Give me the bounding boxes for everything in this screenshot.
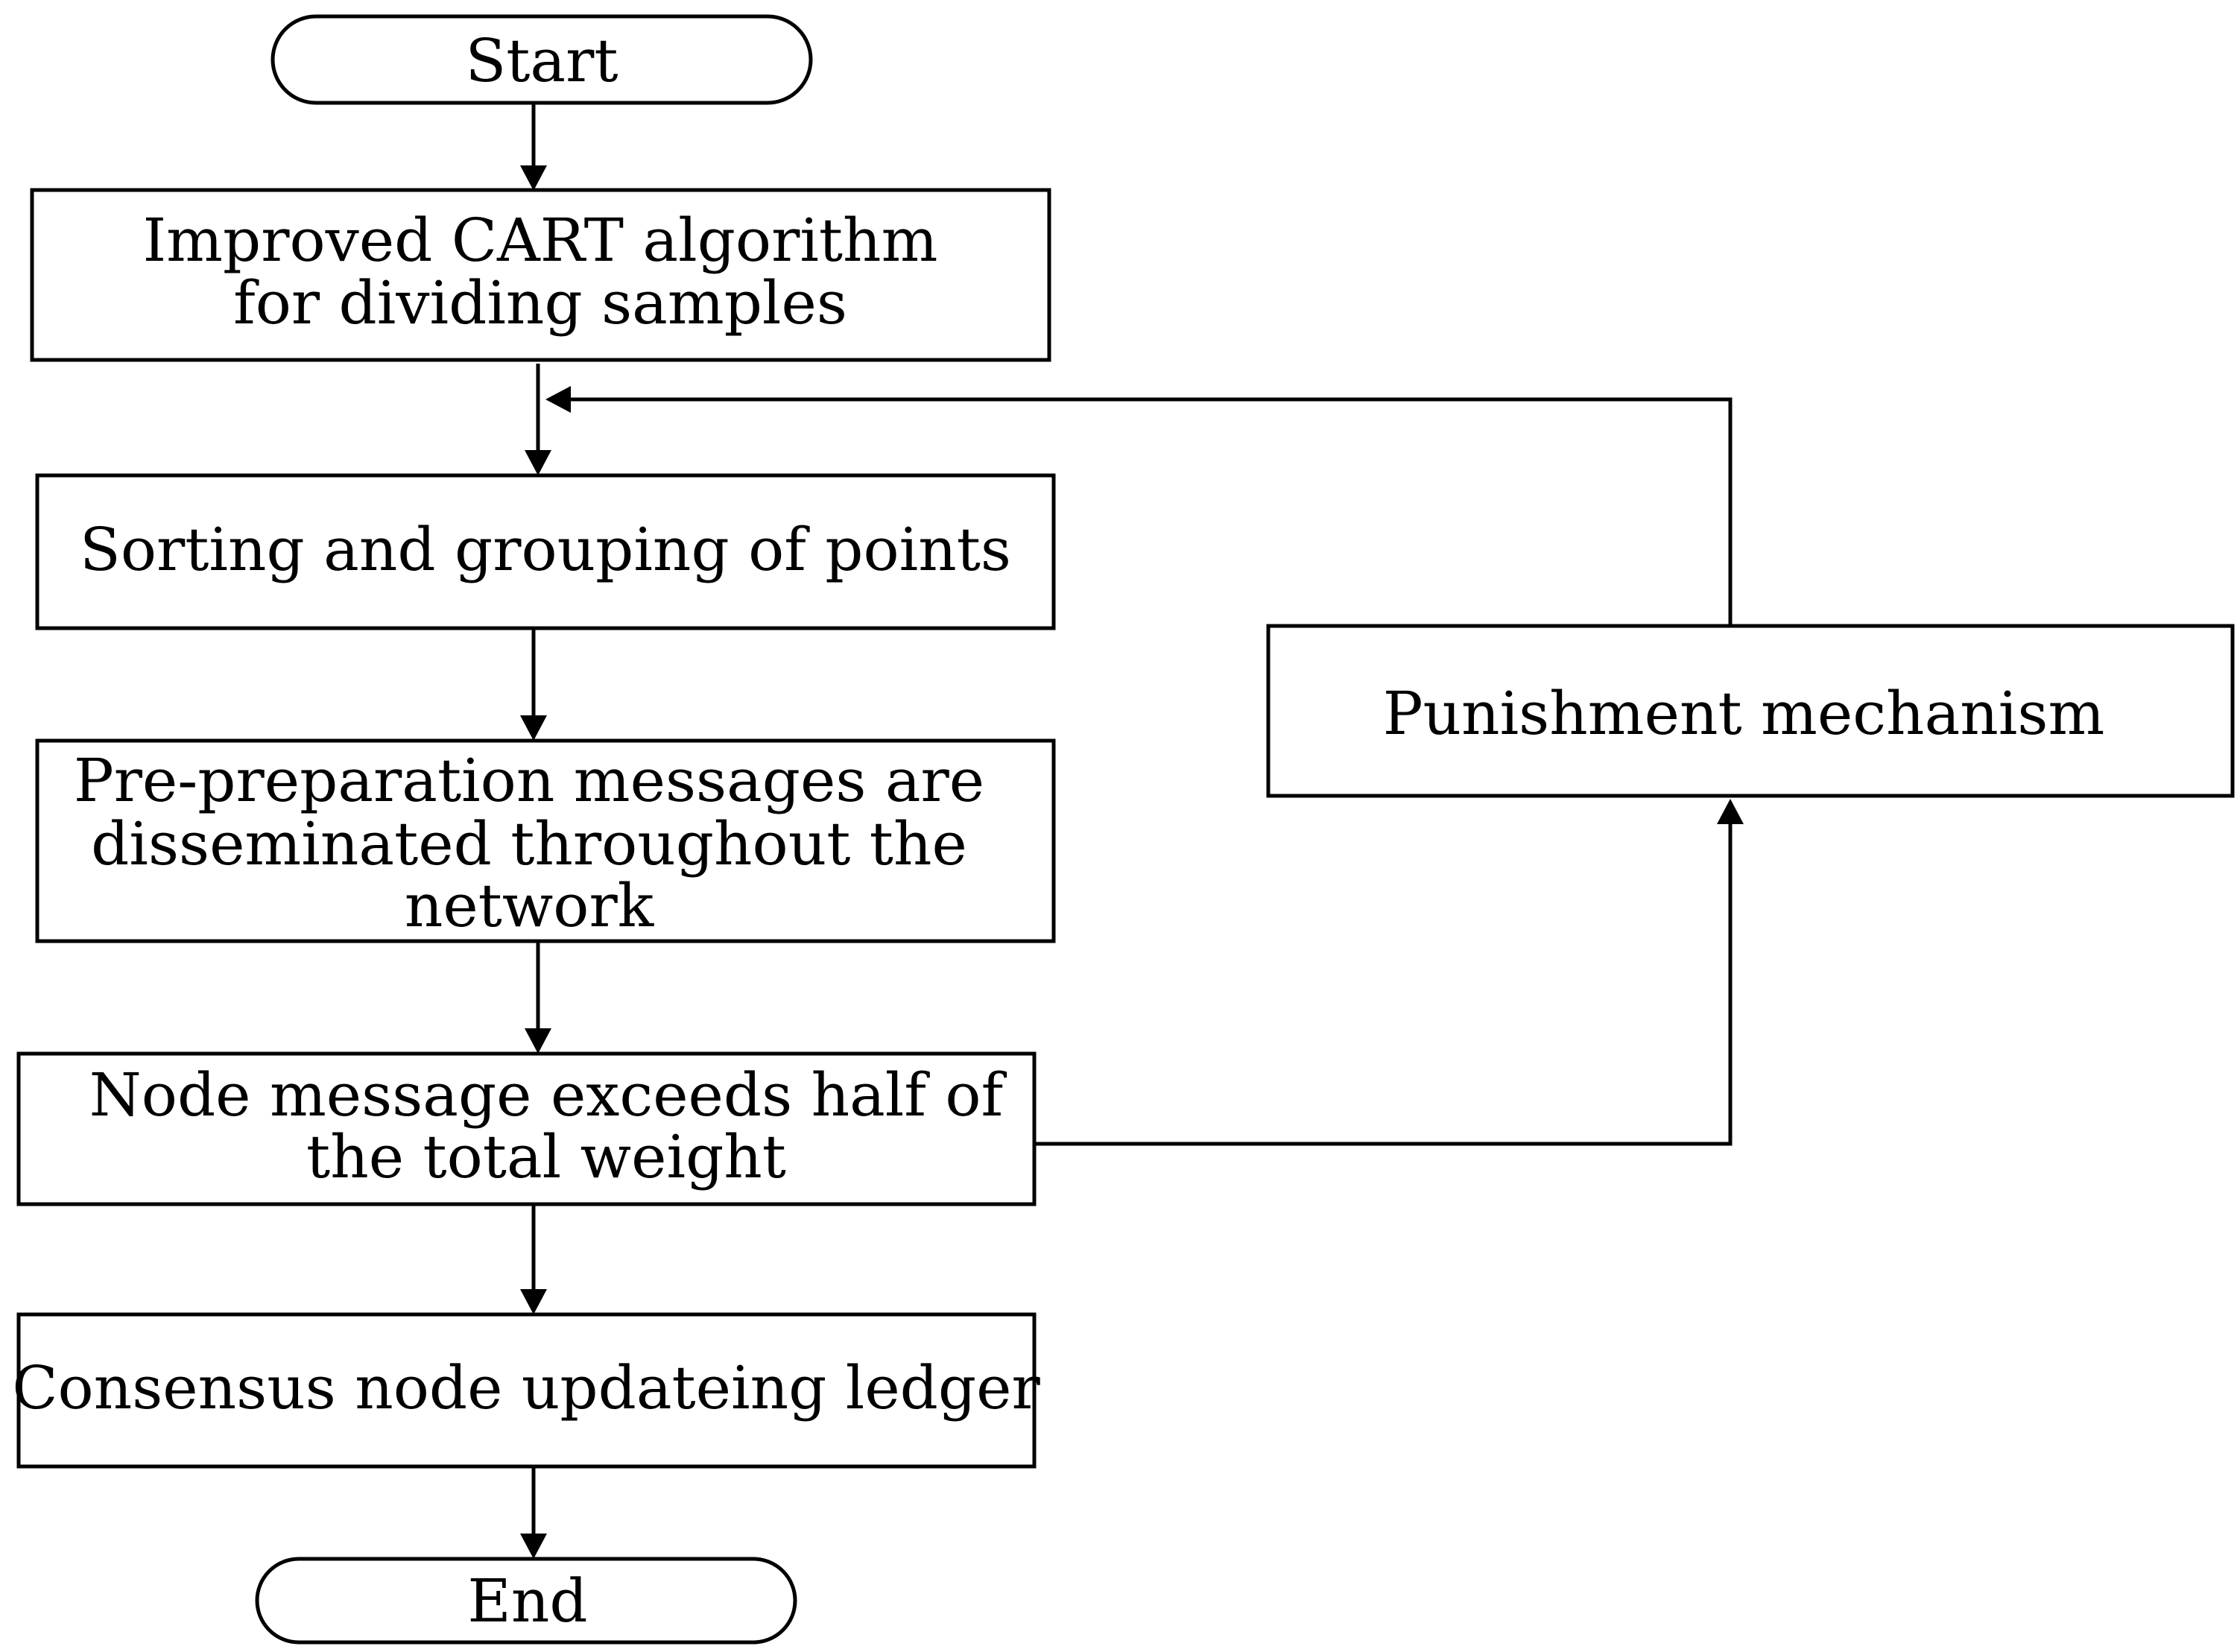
- node-sorting: Sorting and grouping of points: [35, 473, 1056, 630]
- arrowhead-node-msg-to-punishment: [1717, 799, 1744, 824]
- arrowhead-sorting-to-preprep: [520, 715, 547, 741]
- consensus-label: Consensus node updateing ledger: [12, 1353, 1040, 1422]
- punishment-label: Punishment mechanism: [1383, 679, 2105, 748]
- node-msg-process-box: [16, 1051, 1037, 1206]
- node-consensus: Consensus node updateing ledger: [12, 1312, 1040, 1469]
- edge-punishment-feedback: [566, 397, 1733, 626]
- arrowhead-consensus-to-end: [520, 1534, 547, 1559]
- node-end: End: [255, 1557, 797, 1645]
- arrowhead-start-to-cart: [520, 165, 547, 191]
- node-msg-label-line-2: the total weight: [306, 1122, 786, 1191]
- edge-node-msg-to-punishment: [1034, 820, 1733, 1146]
- end-label: End: [467, 1566, 587, 1636]
- start-label: Start: [465, 26, 618, 95]
- node-node-msg: Node message exceeds half of the total w…: [16, 1051, 1037, 1206]
- start-terminator: [270, 14, 813, 105]
- end-terminator: [255, 1557, 797, 1645]
- preprep-label-line-1: Pre-preparation messages are: [74, 746, 984, 815]
- node-start: Start: [270, 14, 813, 105]
- arrowhead-cart-to-sorting: [525, 450, 551, 475]
- consensus-process-box: [16, 1312, 1037, 1469]
- node-punishment: Punishment mechanism: [1266, 624, 2235, 798]
- cart-process-box: [30, 188, 1051, 362]
- arrowhead-preprep-to-node-msg: [525, 1028, 551, 1054]
- preprep-label-line-3: network: [405, 871, 655, 940]
- arrowhead-node-msg-to-consensus: [520, 1289, 547, 1314]
- node-msg-label-line-1: Node message exceeds half of: [89, 1060, 1007, 1130]
- punishment-process-box: [1266, 624, 2235, 798]
- cart-label-line-1: Improved CART algorithm: [143, 206, 938, 275]
- edges: [520, 103, 1744, 1559]
- sorting-process-box: [35, 473, 1056, 630]
- cart-label-line-2: for dividing samples: [233, 268, 847, 338]
- node-preprep: Pre-preparation messages are disseminate…: [35, 738, 1056, 943]
- node-cart: Improved CART algorithm for dividing sam…: [30, 188, 1051, 362]
- preprep-label-line-2: disseminated throughout the: [91, 809, 967, 879]
- arrowhead-punishment-feedback: [545, 386, 571, 413]
- sorting-label: Sorting and grouping of points: [80, 515, 1011, 584]
- preprep-process-box: [35, 738, 1056, 943]
